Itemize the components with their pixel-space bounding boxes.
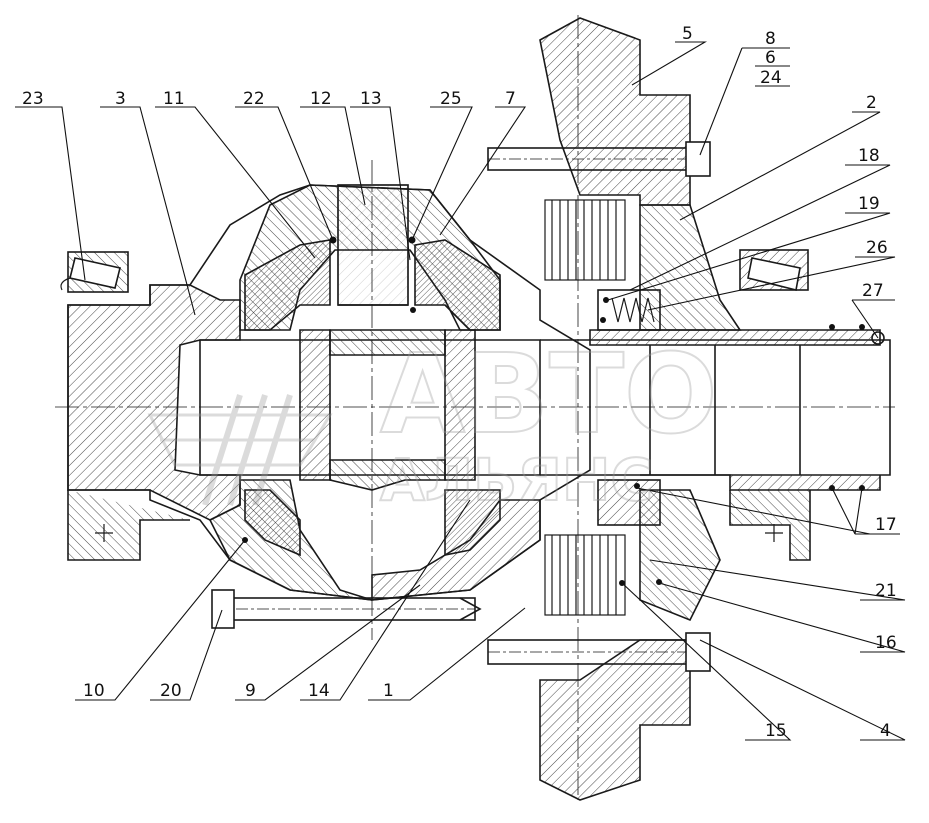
part-label-22: 22 <box>243 89 265 109</box>
part-label-10: 10 <box>83 681 105 701</box>
part-label-21: 21 <box>875 581 897 601</box>
part-label-4: 4 <box>880 721 891 741</box>
part-label-20: 20 <box>160 681 182 701</box>
part-label-25: 25 <box>440 89 462 109</box>
part-label-27: 27 <box>862 281 884 301</box>
part-label-8: 8 <box>765 29 776 49</box>
part-label-19: 19 <box>858 194 880 214</box>
watermark-line2: АЛЬЯНС <box>380 446 653 514</box>
part-label-26: 26 <box>866 238 888 258</box>
part-label-15: 15 <box>765 721 787 741</box>
part-label-17: 17 <box>875 515 897 535</box>
part-label-1: 1 <box>383 681 394 701</box>
part-label-9: 9 <box>245 681 256 701</box>
drawing-geometry <box>55 15 895 801</box>
part-label-13: 13 <box>360 89 382 109</box>
part-label-23: 23 <box>22 89 44 109</box>
part-label-18: 18 <box>858 146 880 166</box>
part-label-14: 14 <box>308 681 330 701</box>
part-label-3: 3 <box>115 89 126 109</box>
watermark-line1: АВТО <box>380 330 718 458</box>
part-label-24: 24 <box>760 68 782 88</box>
part-label-12: 12 <box>310 89 332 109</box>
part-label-2: 2 <box>866 93 877 113</box>
part-label-16: 16 <box>875 633 897 653</box>
part-label-11: 11 <box>163 89 185 109</box>
part-label-7: 7 <box>505 89 516 109</box>
part-labels: 23 3 11 22 12 13 25 7 5 8 6 24 2 18 19 2… <box>22 24 897 741</box>
part-label-6: 6 <box>765 48 776 68</box>
leader-lines <box>15 41 906 741</box>
watermark: АВТО АЛЬЯНС <box>147 329 719 515</box>
part-label-5: 5 <box>682 24 693 44</box>
